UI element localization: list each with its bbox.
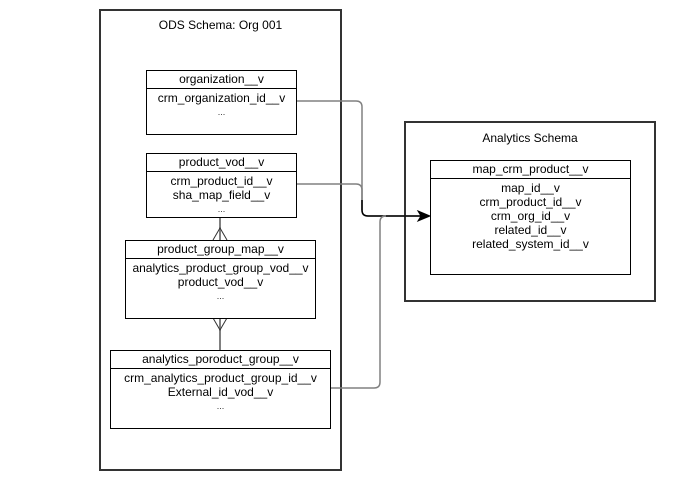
field-ellipsis: ... <box>216 291 225 301</box>
analytics-schema-title: Analytics Schema <box>482 131 578 145</box>
field: crm_organization_id__v <box>157 91 286 105</box>
field: sha_map_field__v <box>172 188 271 202</box>
field: map_id__v <box>501 181 560 195</box>
entity-organization[interactable]: organization__v crm_organization_id__v .… <box>146 70 297 135</box>
entity-product-name: product_vod__v <box>147 154 296 172</box>
entity-product-group-map-name: product_group_map__v <box>126 241 315 259</box>
field: analytics_product_group_vod__v <box>132 261 309 275</box>
field: related_id__v <box>494 223 567 237</box>
ods-schema-title: ODS Schema: Org 001 <box>158 18 283 32</box>
entity-analytics-product-group[interactable]: analytics_poroduct_group__v crm_analytic… <box>110 350 331 429</box>
entity-map-crm-product-name: map_crm_product__v <box>431 161 630 179</box>
field: product_vod__v <box>177 275 264 289</box>
field-ellipsis: ... <box>216 401 225 411</box>
field: External_id_vod__v <box>167 385 274 399</box>
entity-product-group-map[interactable]: product_group_map__v analytics_product_g… <box>125 240 316 319</box>
field: crm_org_id__v <box>490 209 571 223</box>
field: related_system_id__v <box>472 237 589 251</box>
entity-product[interactable]: product_vod__v crm_product_id__v sha_map… <box>146 153 297 218</box>
field-ellipsis: ... <box>217 204 226 214</box>
field: crm_analytics_product_group_id__v <box>124 371 317 385</box>
entity-analytics-product-group-name: analytics_poroduct_group__v <box>111 351 330 369</box>
field: crm_product_id__v <box>170 174 273 188</box>
entity-map-crm-product[interactable]: map_crm_product__v map_id__v crm_product… <box>430 160 631 275</box>
field: crm_product_id__v <box>479 195 582 209</box>
entity-organization-name: organization__v <box>147 71 296 89</box>
field-ellipsis: ... <box>217 107 226 117</box>
